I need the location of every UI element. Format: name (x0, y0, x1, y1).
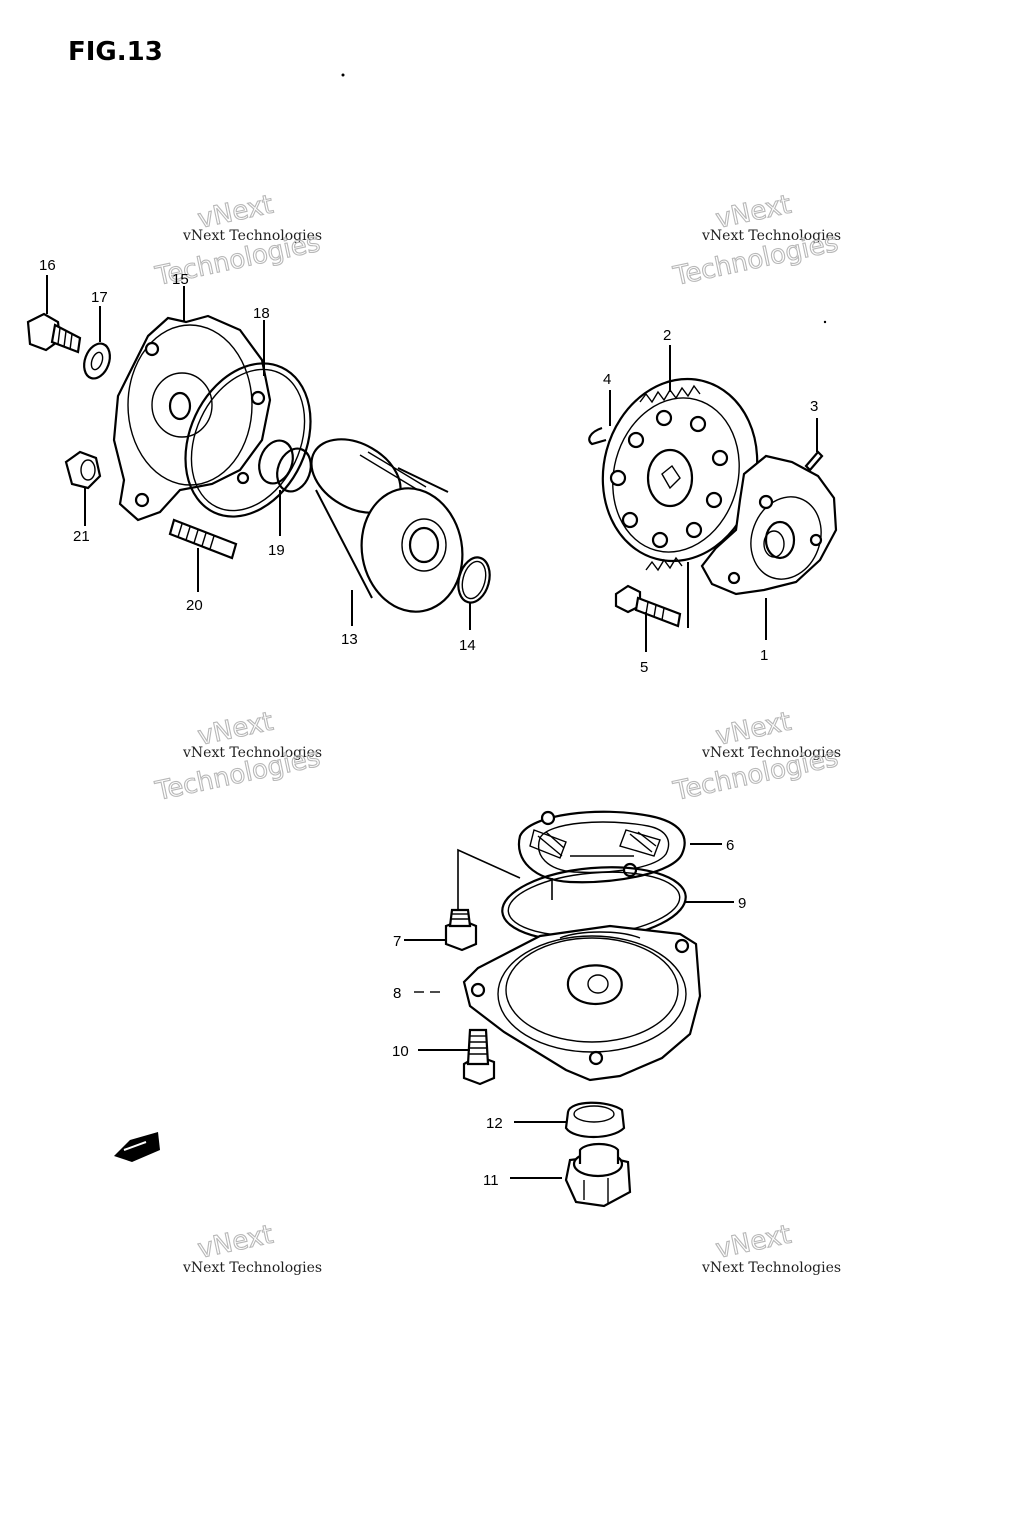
label-21: 21 (73, 528, 90, 545)
figure-title: FIG.13 (68, 37, 163, 67)
direction-arrow-icon (114, 1132, 160, 1162)
label-20: 20 (186, 597, 203, 614)
part-7-bolt (444, 908, 478, 952)
part-4-circlip (588, 426, 607, 446)
watermark-mid-left: vNext vNext Technologies Technologies (152, 706, 324, 807)
label-14: 14 (459, 637, 476, 654)
label-12: 12 (486, 1115, 503, 1132)
part-16-bolt (26, 312, 82, 354)
part-12-gasket (564, 1101, 626, 1138)
part-20-stud (168, 518, 238, 560)
label-16: 16 (39, 257, 56, 274)
label-9: 9 (738, 895, 746, 912)
watermark-bottom-right: vNext vNext Technologies (701, 1219, 841, 1276)
label-17: 17 (91, 289, 108, 306)
label-4: 4 (603, 371, 611, 388)
svg-text:vNext Technologies: vNext Technologies (701, 1260, 841, 1276)
label-11: 11 (483, 1172, 499, 1189)
label-1: 1 (760, 647, 768, 664)
part-3-pin (804, 450, 824, 472)
label-15: 15 (172, 271, 189, 288)
watermark-mid-right: vNext vNext Technologies Technologies (670, 706, 842, 807)
part-15-filter-cover (112, 314, 272, 522)
part-13-oil-filter (304, 438, 464, 613)
watermark-bottom-left: vNext vNext Technologies (182, 1219, 322, 1276)
part-11-drain-plug (564, 1142, 632, 1208)
watermark-top-right: vNext vNext Technologies Technologies (670, 189, 842, 292)
label-8: 8 (393, 985, 401, 1002)
part-18-o-ring (184, 362, 312, 518)
label-19: 19 (268, 542, 285, 559)
label-2: 2 (663, 327, 671, 344)
label-3: 3 (810, 398, 818, 415)
svg-text:vNext Technologies: vNext Technologies (182, 745, 322, 761)
svg-text:vNext Technologies: vNext Technologies (701, 745, 841, 761)
part-21-nut (64, 450, 102, 490)
svg-text:vNext Technologies: vNext Technologies (182, 228, 322, 244)
svg-text:vNext Technologies: vNext Technologies (182, 1260, 322, 1276)
part-10-bolt (462, 1028, 496, 1086)
label-5: 5 (640, 659, 648, 676)
part-5-screw (614, 584, 682, 628)
part-17-washer (83, 342, 111, 380)
part-19-ring (258, 439, 312, 493)
part-2-pump-gear (601, 377, 759, 572)
svg-text:vNext: vNext (713, 1220, 794, 1265)
svg-text:vNext: vNext (195, 1220, 276, 1265)
label-6: 6 (726, 837, 734, 854)
label-10: 10 (392, 1043, 409, 1060)
part-1-oil-pump (700, 454, 838, 596)
label-7: 7 (393, 933, 401, 950)
part-14-o-ring (457, 556, 491, 604)
svg-text:vNext Technologies: vNext Technologies (701, 228, 841, 244)
label-18: 18 (253, 305, 270, 322)
part-6-oil-strainer (517, 810, 686, 884)
label-13: 13 (341, 631, 358, 648)
part-8-oil-pan-cover (462, 924, 702, 1082)
